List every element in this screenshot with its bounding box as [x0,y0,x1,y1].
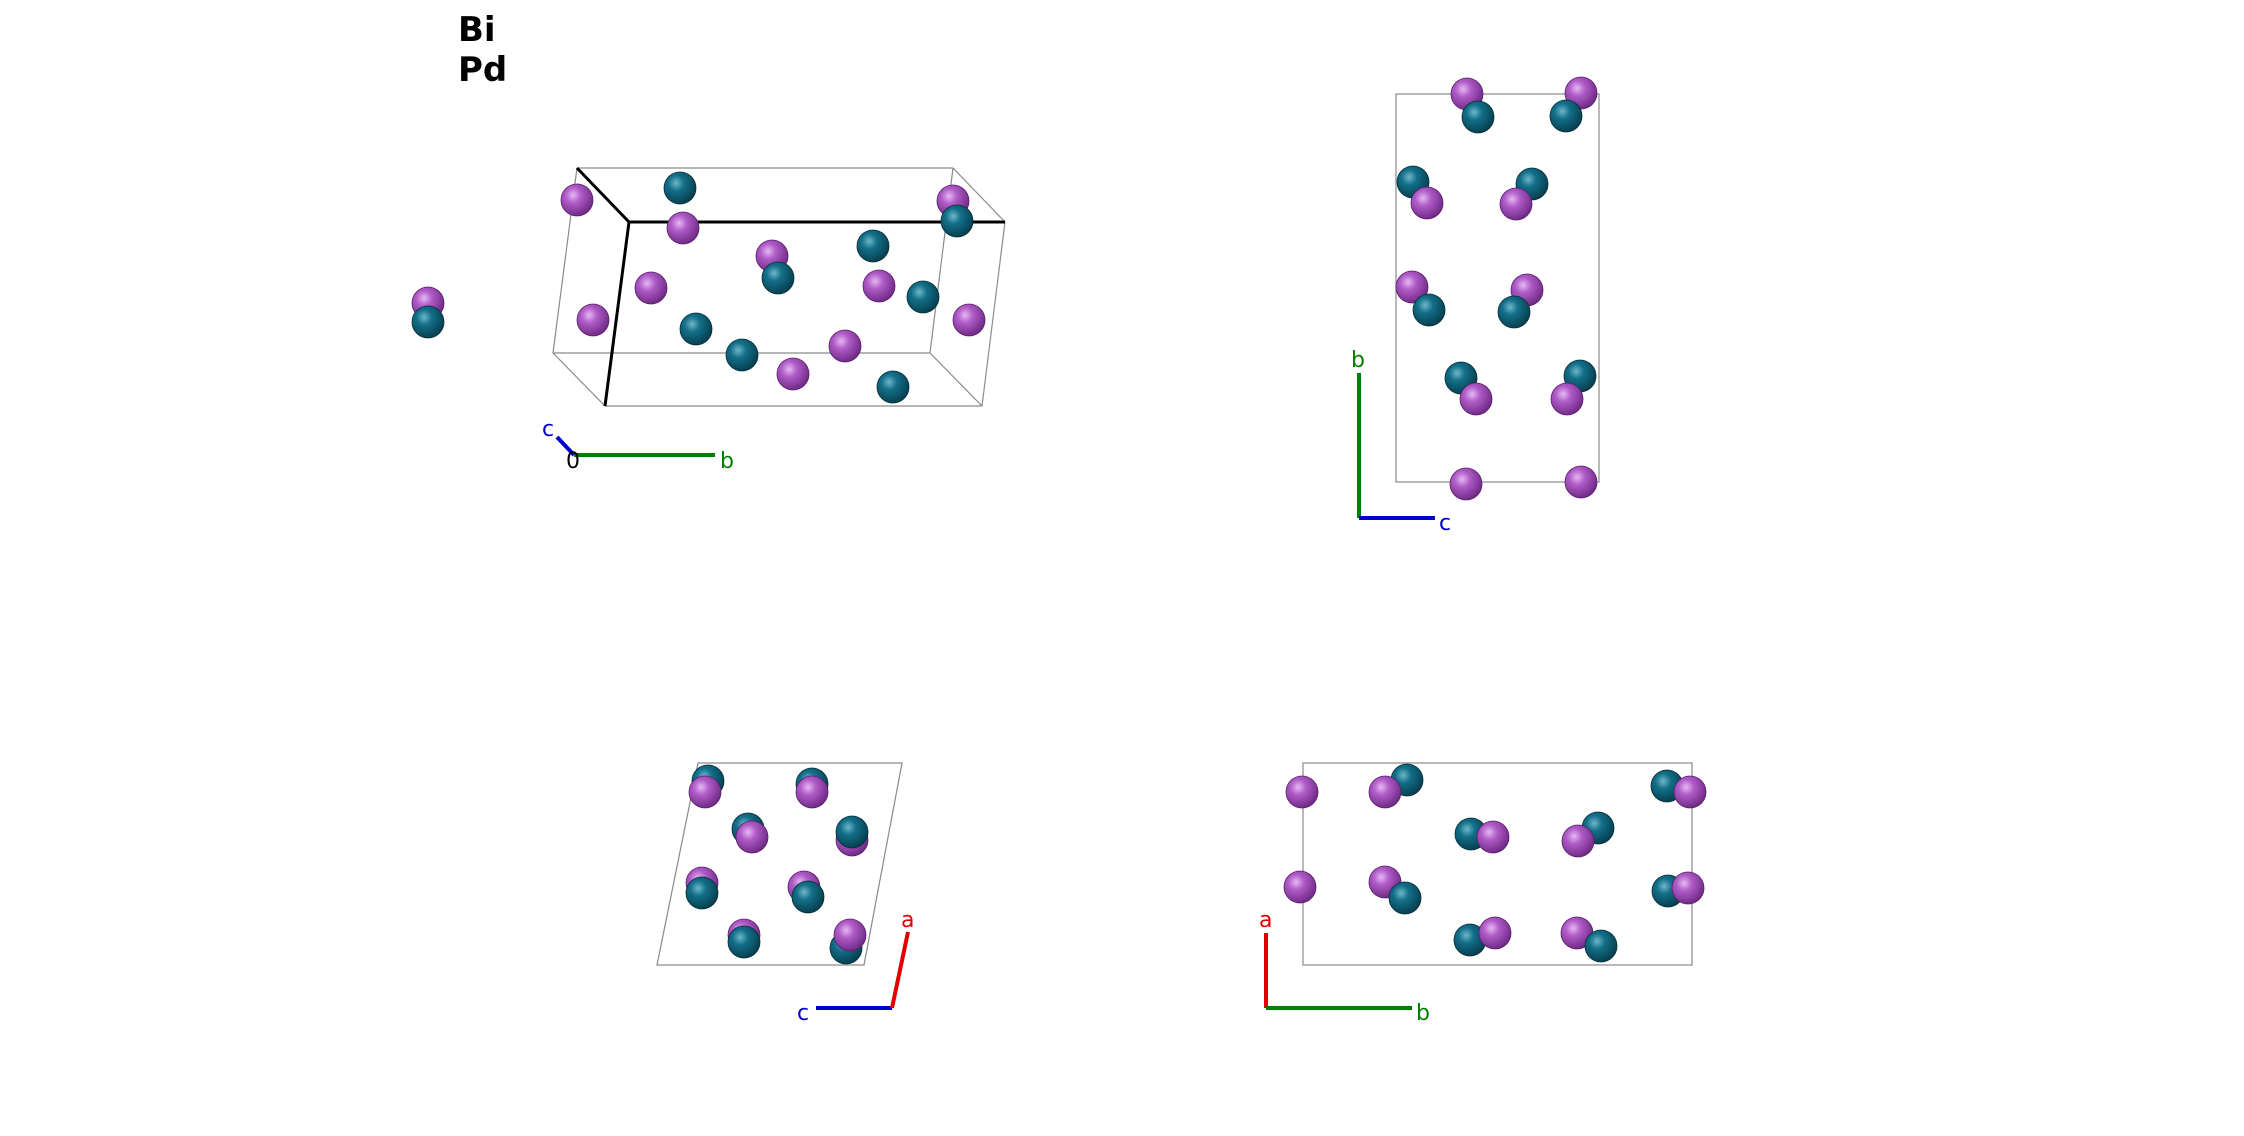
bi-atom [560,183,594,217]
axis-c-line [555,435,576,457]
atom-group-perspective [411,171,986,404]
bi-atom [1478,916,1512,950]
origin-label: 0 [566,449,580,474]
bi-atom [1564,76,1598,110]
bi-atom [776,357,810,391]
perspective-view: c 0 b [411,166,1006,474]
bi-atom [1673,775,1707,809]
pd-atom [725,338,759,372]
axis-triad-ab: a b [1259,908,1430,1026]
pd-atom [1388,881,1422,915]
axis-a-label: a [901,908,914,933]
bi-atom [1395,270,1429,304]
axis-b-label: b [1351,348,1365,373]
bc-projection-view: b c [1351,76,1600,536]
legend-label-pd: Pd [458,50,508,90]
axis-b-label: b [720,449,734,474]
bi-atom [1283,870,1317,904]
bi-atom [1459,382,1493,416]
bi-atom [952,303,986,337]
bi-atom [1671,871,1705,905]
bi-atom [1410,186,1444,220]
bi-atom [634,271,668,305]
pd-atom [411,305,445,339]
unit-cell-outline [552,167,1006,407]
axis-a-label: a [1259,908,1272,933]
atom-group-ab [1283,763,1707,963]
pd-atom [761,261,795,295]
bi-atom [795,775,829,809]
pd-atom [835,815,869,849]
pd-atom [727,925,761,959]
bi-atom [1285,775,1319,809]
pd-atom [1497,295,1531,329]
pd-atom [1584,929,1618,963]
unit-cell-outline [1302,762,1693,966]
bi-atom [1476,820,1510,854]
pd-atom [940,204,974,238]
axis-c-label: c [542,417,554,442]
bi-atom [862,269,896,303]
pd-atom [856,229,890,263]
bi-atom [1550,382,1584,416]
pd-atom [791,880,825,914]
bi-atom [1499,187,1533,221]
bi-atom [735,820,769,854]
bi-atom [666,211,700,245]
bi-atom [576,303,610,337]
axis-a-line [890,931,910,1009]
atom-group-bc [1395,76,1598,501]
pd-atom [876,370,910,404]
atom-group-ac [685,764,869,965]
axis-c-label: c [797,1001,809,1026]
bi-atom [1561,824,1595,858]
pd-atom [679,312,713,346]
bi-atom [833,918,867,952]
bi-atom [1368,775,1402,809]
axis-triad-ac: c a [797,908,914,1026]
axis-triad-perspective: c 0 b [542,417,734,474]
axis-triad-bc: b c [1351,348,1451,536]
pd-atom [1461,100,1495,134]
ab-projection-view: a b [1259,762,1707,1026]
pd-atom [1412,293,1446,327]
axis-b-label: b [1416,1001,1430,1026]
pd-atom [685,876,719,910]
pd-atom [906,280,940,314]
axis-c-label: c [1439,511,1451,536]
bi-atom [1449,467,1483,501]
bi-atom [828,329,862,363]
ac-projection-view: c a [656,762,914,1026]
pd-atom [1549,99,1583,133]
legend-label-bi: Bi [458,10,496,50]
unit-cell-outline [656,762,903,966]
bi-atom [1564,465,1598,499]
bi-atom [688,775,722,809]
pd-atom [663,171,697,205]
